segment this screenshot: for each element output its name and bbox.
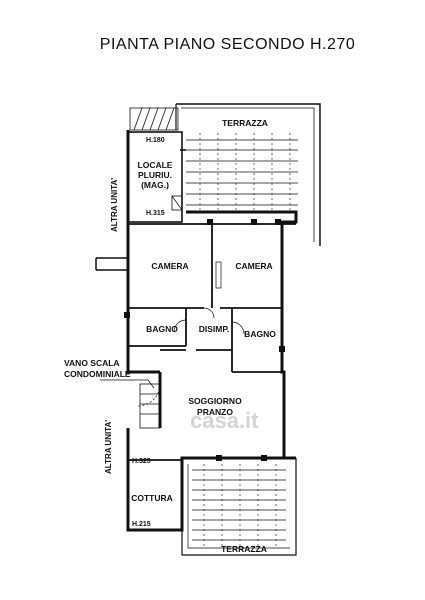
height-label-h325: H.325 bbox=[132, 458, 151, 465]
locale-line-2: PLURIU. bbox=[137, 170, 172, 180]
terrace-top-floor-lines bbox=[186, 139, 298, 206]
interior-walls bbox=[128, 223, 296, 461]
label-altra-unita-top: ALTRA UNITA' bbox=[110, 177, 119, 232]
room-label-locale-pluriuso: LOCALE PLURIU. (MAG.) bbox=[138, 160, 173, 190]
room-label-soggiorno: SOGGIORNO PRANZO bbox=[188, 396, 241, 418]
room-label-camera-left: CAMERA bbox=[151, 261, 189, 271]
watermark-logo: casa.it bbox=[190, 408, 259, 433]
stairwell bbox=[137, 383, 161, 429]
room-label-terrazza-top: TERRAZZA bbox=[222, 118, 268, 128]
soggiorno-line-1: SOGGIORNO bbox=[188, 396, 242, 406]
locale-line-1: LOCALE bbox=[137, 160, 173, 170]
locale-pluriuso-walls bbox=[127, 131, 186, 223]
soggiorno-line-2: PRANZO bbox=[197, 407, 233, 417]
balcony-topleft bbox=[129, 107, 179, 131]
locale-line-3: (MAG.) bbox=[141, 180, 169, 190]
room-label-terrazza-bottom: TERRAZZA bbox=[221, 544, 267, 554]
room-label-cottura: COTTURA bbox=[131, 493, 173, 503]
terrace-top bbox=[175, 103, 321, 246]
page-title: PIANTA PIANO SECONDO H.270 bbox=[99, 36, 356, 53]
room-label-disimpegno: DISIMP. bbox=[198, 324, 230, 334]
room-label-bagno-right: BAGNO bbox=[244, 329, 276, 339]
label-altra-unita-bottom: ALTRA UNITA' bbox=[104, 419, 113, 474]
room-label-camera-right: CAMERA bbox=[235, 261, 273, 271]
door-swings bbox=[95, 257, 245, 335]
height-label-h215: H.215 bbox=[132, 521, 151, 528]
window-marks bbox=[124, 219, 285, 461]
vano-scala-line-2: CONDOMINIALE bbox=[64, 369, 131, 379]
vano-scala-line-1: VANO SCALA bbox=[64, 358, 120, 368]
stair-leader bbox=[100, 379, 155, 389]
height-label-h180: H.180 bbox=[146, 137, 165, 144]
label-vano-scala: VANO SCALA CONDOMINIALE bbox=[64, 358, 131, 380]
terrace-bottom bbox=[181, 458, 297, 556]
height-label-h315: H.315 bbox=[146, 210, 165, 217]
room-label-bagno-left: BAGNO bbox=[146, 324, 178, 334]
